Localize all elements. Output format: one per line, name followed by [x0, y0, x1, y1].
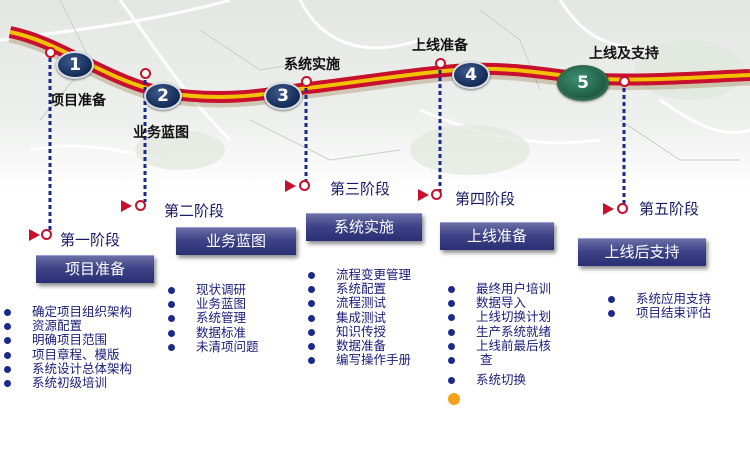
stage-5-label: 第五阶段: [639, 200, 700, 218]
pin-3-top: [301, 76, 312, 87]
stage-1-label: 第一阶段: [60, 231, 121, 249]
list-item: 未清项问题: [166, 339, 259, 354]
stage-3-task-list: 流程变更管理 系统配置 流程测试 集成测试 知识传授 数据准备 编写操作手册: [306, 267, 411, 367]
milestone-5-label: 上线及支持: [589, 46, 659, 62]
pin-4-top: [435, 58, 446, 69]
list-item: 系统初级培训: [2, 375, 132, 390]
list-item: 系统配置: [306, 282, 411, 296]
pin-2-top: [140, 68, 151, 79]
list-item: 系统切换: [446, 373, 551, 387]
milestone-5-badge: 5: [557, 65, 609, 101]
list-item: 知识传授: [306, 324, 411, 339]
stage-2-title-box: 业务蓝图: [176, 227, 296, 255]
list-item: 系统设计总体架构: [2, 361, 132, 376]
flag-4: [418, 189, 429, 201]
list-item: 编写操作手册: [306, 353, 411, 367]
stage-5-title-box: 上线后支持: [578, 238, 706, 266]
milestone-4-label: 上线准备: [412, 38, 468, 54]
pin-1-bottom: [41, 229, 52, 240]
stage-4-label: 第四阶段: [455, 190, 516, 208]
stage-3-title-box: 系统实施: [306, 213, 422, 241]
stage-4-title-box: 上线准备: [440, 222, 554, 250]
list-item: 生产系统就绪: [446, 324, 551, 339]
pin-2-bottom: [135, 200, 146, 211]
orange-bullet: [448, 393, 460, 405]
flag-1: [29, 229, 40, 241]
stage-4-task-list: 最终用户培训 数据导入 上线切换计划 生产系统就绪 上线前最后核 查 系统切换: [446, 281, 551, 387]
list-item: 流程测试: [306, 296, 411, 310]
list-item: 上线切换计划: [446, 310, 551, 324]
stage-2-label: 第二阶段: [164, 202, 225, 220]
list-item: 数据标准: [166, 325, 259, 340]
stage-3-label: 第三阶段: [330, 180, 391, 198]
list-item: 集成测试: [306, 310, 411, 325]
stage-5-task-list: 系统应用支持 项目结束评估: [606, 291, 711, 320]
pin-4-bottom: [431, 189, 442, 200]
milestone-1-badge: 1: [56, 51, 94, 79]
milestone-1-label: 项目准备: [50, 93, 106, 109]
stage-1-title-box: 项目准备: [36, 255, 154, 283]
list-item: 流程变更管理: [306, 267, 411, 282]
list-item: 系统应用支持: [606, 291, 711, 306]
list-item: 项目章程、模版: [2, 347, 132, 362]
list-item: 业务蓝图: [166, 297, 259, 311]
list-item: 确定项目组织架构: [2, 304, 132, 319]
stage-2-task-list: 现状调研 业务蓝图 系统管理 数据标准 未清项问题: [166, 282, 259, 354]
list-item: 现状调研: [166, 282, 259, 297]
list-item: 上线前最后核: [446, 338, 551, 353]
milestone-4-badge: 4: [452, 61, 490, 89]
stage-1-task-list: 确定项目组织架构 资源配置 明确项目范围 项目章程、模版 系统设计总体架构 系统…: [2, 304, 132, 390]
list-item: 明确项目范围: [2, 333, 132, 347]
milestone-3-label: 系统实施: [284, 57, 340, 73]
list-item: 系统管理: [166, 311, 259, 325]
list-item: 项目结束评估: [606, 306, 711, 320]
flag-5: [603, 203, 614, 215]
milestone-3-badge: 3: [264, 82, 302, 110]
flag-2: [121, 200, 132, 212]
pin-1-top: [45, 47, 56, 58]
milestone-2-label: 业务蓝图: [133, 125, 189, 141]
list-item: 资源配置: [2, 319, 132, 333]
milestone-2-badge: 2: [144, 82, 182, 110]
list-item: 数据导入: [446, 296, 551, 310]
list-item-continuation: 查: [446, 352, 551, 367]
pin-5-top: [619, 76, 630, 87]
pin-5-bottom: [617, 203, 628, 214]
pin-3-bottom: [299, 180, 310, 191]
list-item: 数据准备: [306, 338, 411, 353]
list-item: 最终用户培训: [446, 281, 551, 296]
flag-3: [285, 180, 296, 192]
